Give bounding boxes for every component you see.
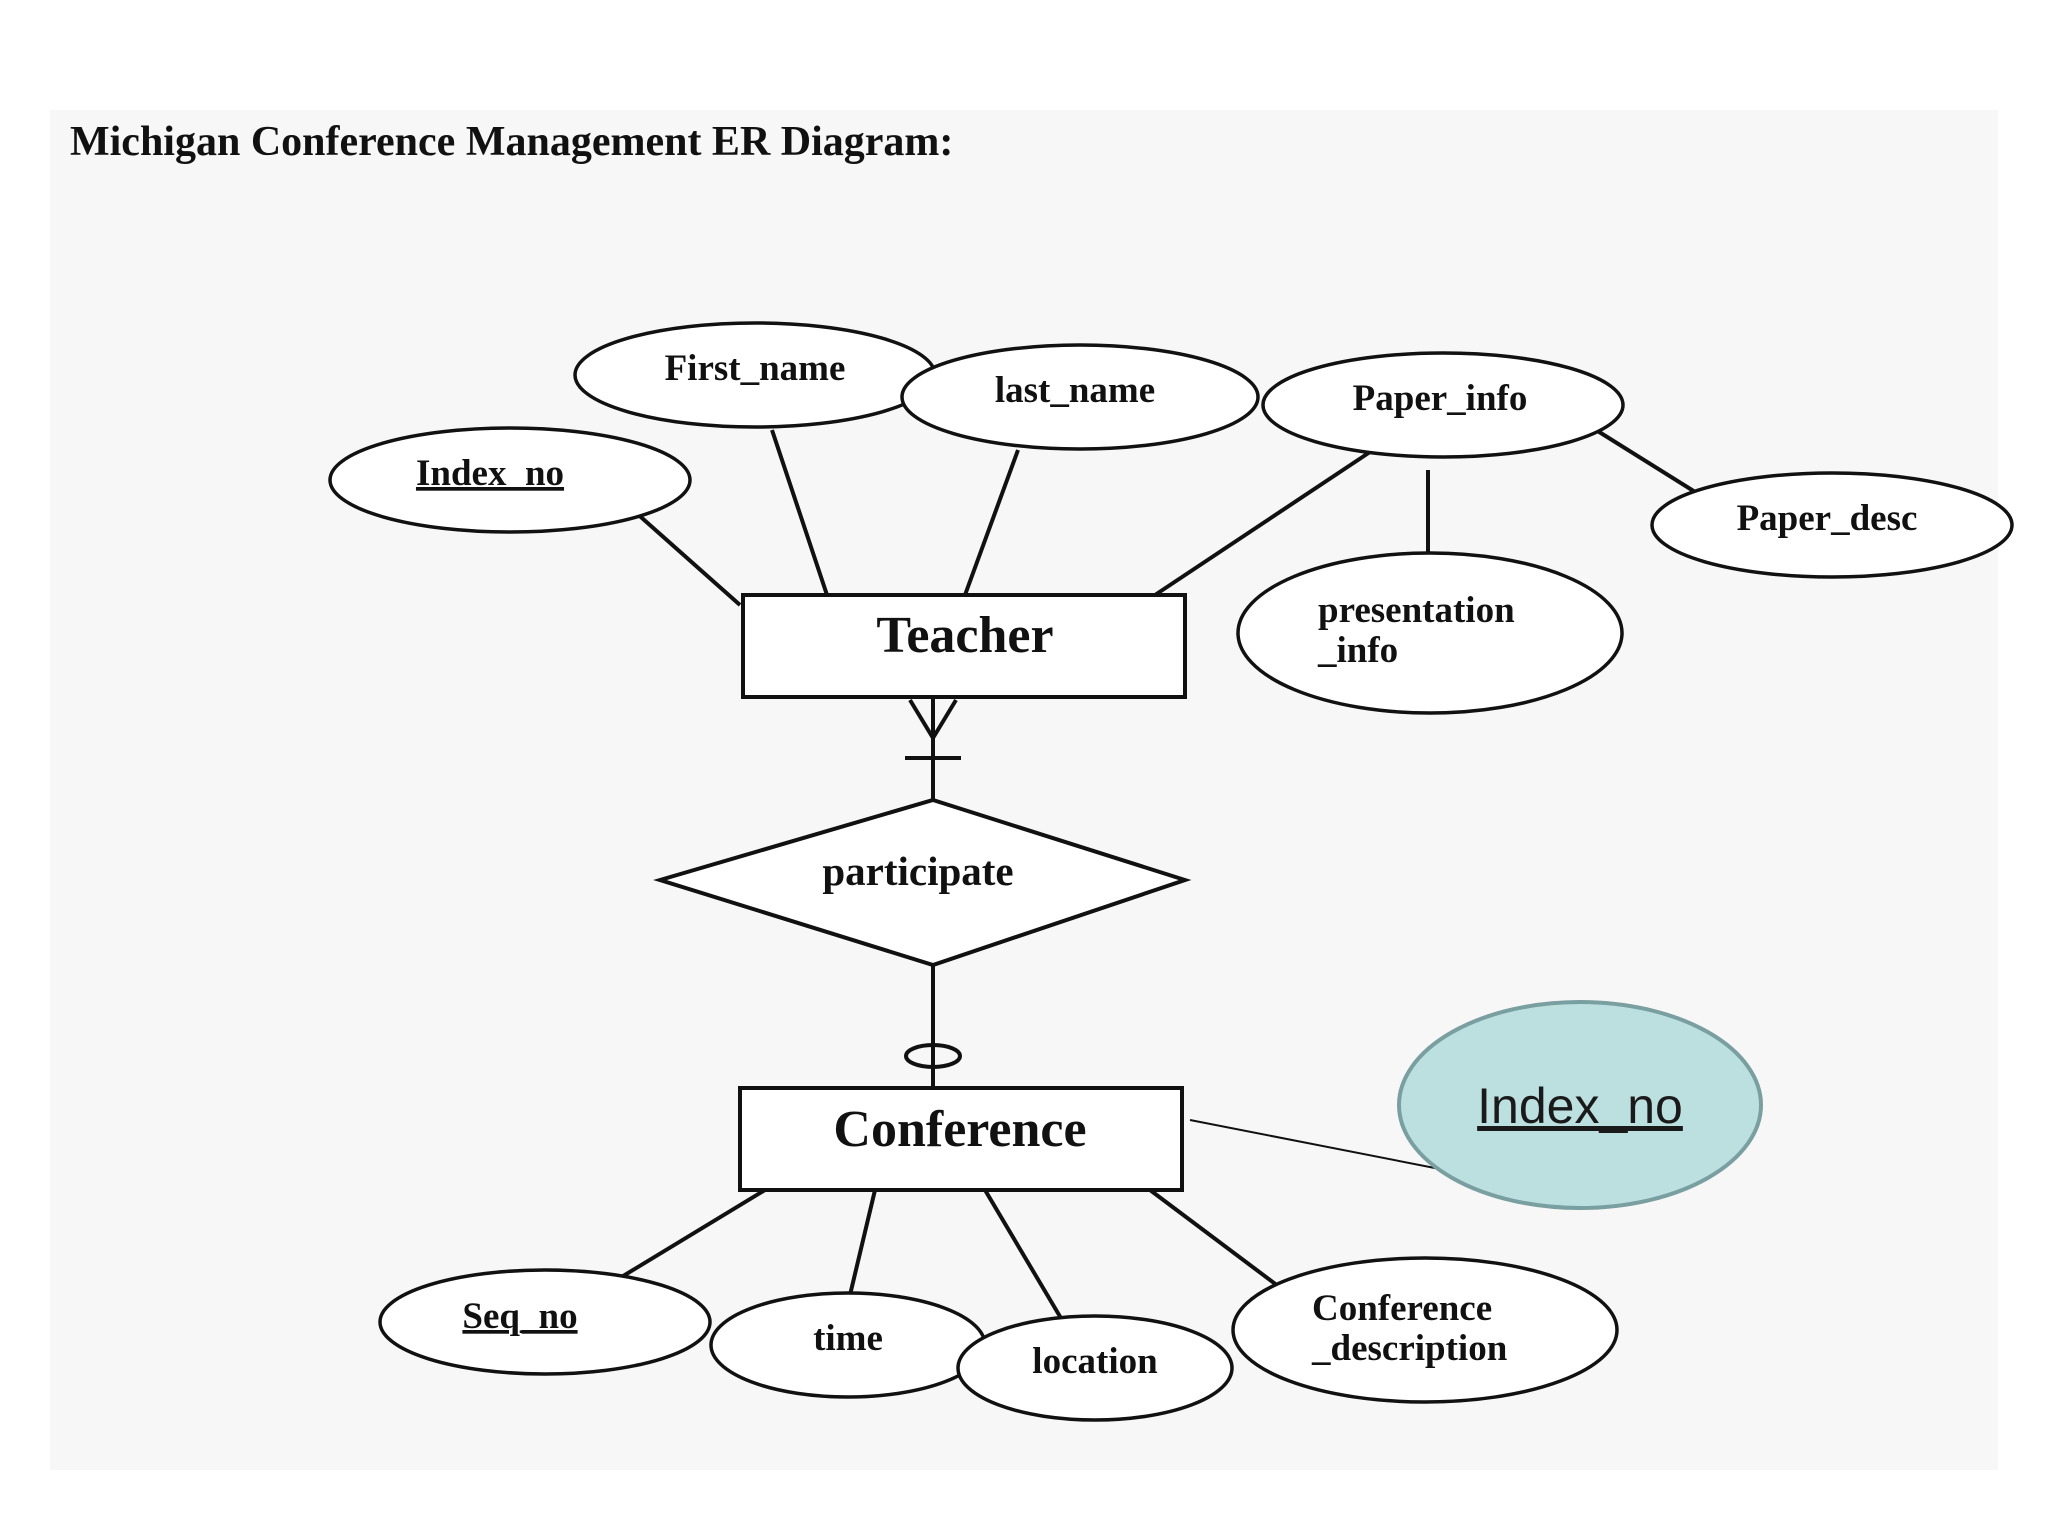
relationship-diamond [653,797,1192,968]
attribute-label: location [1032,1341,1158,1382]
attribute-index-no: Index_no [328,426,692,534]
connector-paper-info-paper-desc [1594,428,1702,497]
connector-teacher-paper-info [1153,450,1372,597]
connector-conference-seq-no [598,1188,767,1292]
attribute-added-index-no: Index_no [1397,1000,1763,1210]
connector-conference-time [848,1189,877,1296]
connector-conference-location [983,1188,1070,1332]
entity-label: Conference [833,1101,1086,1158]
attribute-ellipse [1650,471,2014,579]
diagram-title: Michigan Conference Management ER Diagra… [70,119,954,165]
attribute-ellipse [900,343,1260,451]
attribute-last-name: last_name [900,343,1260,451]
entity-label: Teacher [876,607,1053,664]
entity-conference: Conference [738,1086,1184,1192]
crowfoot-left [908,698,935,740]
attribute-location: location [956,1314,1234,1422]
attribute-label-line1: Conference [1312,1288,1492,1329]
attribute-label-line2: _description [1311,1328,1508,1369]
connector-conference-description [1148,1188,1292,1297]
attribute-label-line1: presentation [1318,590,1515,631]
relationship-participate: participate [653,797,1192,968]
attribute-paper-info: Paper_info [1261,351,1625,459]
attribute-label: time [813,1318,883,1359]
attribute-label-line2: _info [1317,630,1398,671]
attribute-ellipse [1236,551,1624,715]
cardinality-optional-circle [904,1043,962,1069]
attribute-ellipse [1261,351,1625,459]
attribute-ellipse [956,1314,1234,1422]
attribute-label: last_name [995,370,1155,411]
attribute-ellipse [378,1268,712,1376]
entity-teacher: Teacher [741,593,1187,699]
connector-teacher-last-name [963,449,1020,596]
connector-conference-added-index-no [1189,1119,1446,1171]
attribute-first-name: First_name [573,321,937,429]
attribute-ellipse [1231,1256,1619,1404]
attribute-label: Paper_info [1353,378,1528,419]
entity-box [738,1086,1184,1192]
attribute-seq-no: Seq_no [378,1268,712,1376]
relationship-label: participate [822,848,1013,894]
entity-box [741,593,1187,699]
highlight-ellipse [1397,1000,1763,1210]
attribute-ellipse [328,426,692,534]
attribute-label: Paper_desc [1737,498,1918,539]
attribute-paper-desc: Paper_desc [1650,471,2014,579]
connector-teacher-first-name [770,429,829,596]
crowfoot-right [931,698,958,740]
highlight-label: Index_no [1477,1078,1683,1134]
attribute-time: time [709,1291,987,1399]
scanned-page-background [50,110,1998,1470]
connector-teacher-index-no [631,508,742,607]
attribute-presentation-info: presentation _info [1236,551,1624,715]
attribute-label: Index_no [416,453,564,494]
attribute-label: First_name [665,348,846,389]
attribute-label: Seq_no [462,1296,577,1337]
attribute-conference-description: Conference _description [1231,1256,1619,1404]
